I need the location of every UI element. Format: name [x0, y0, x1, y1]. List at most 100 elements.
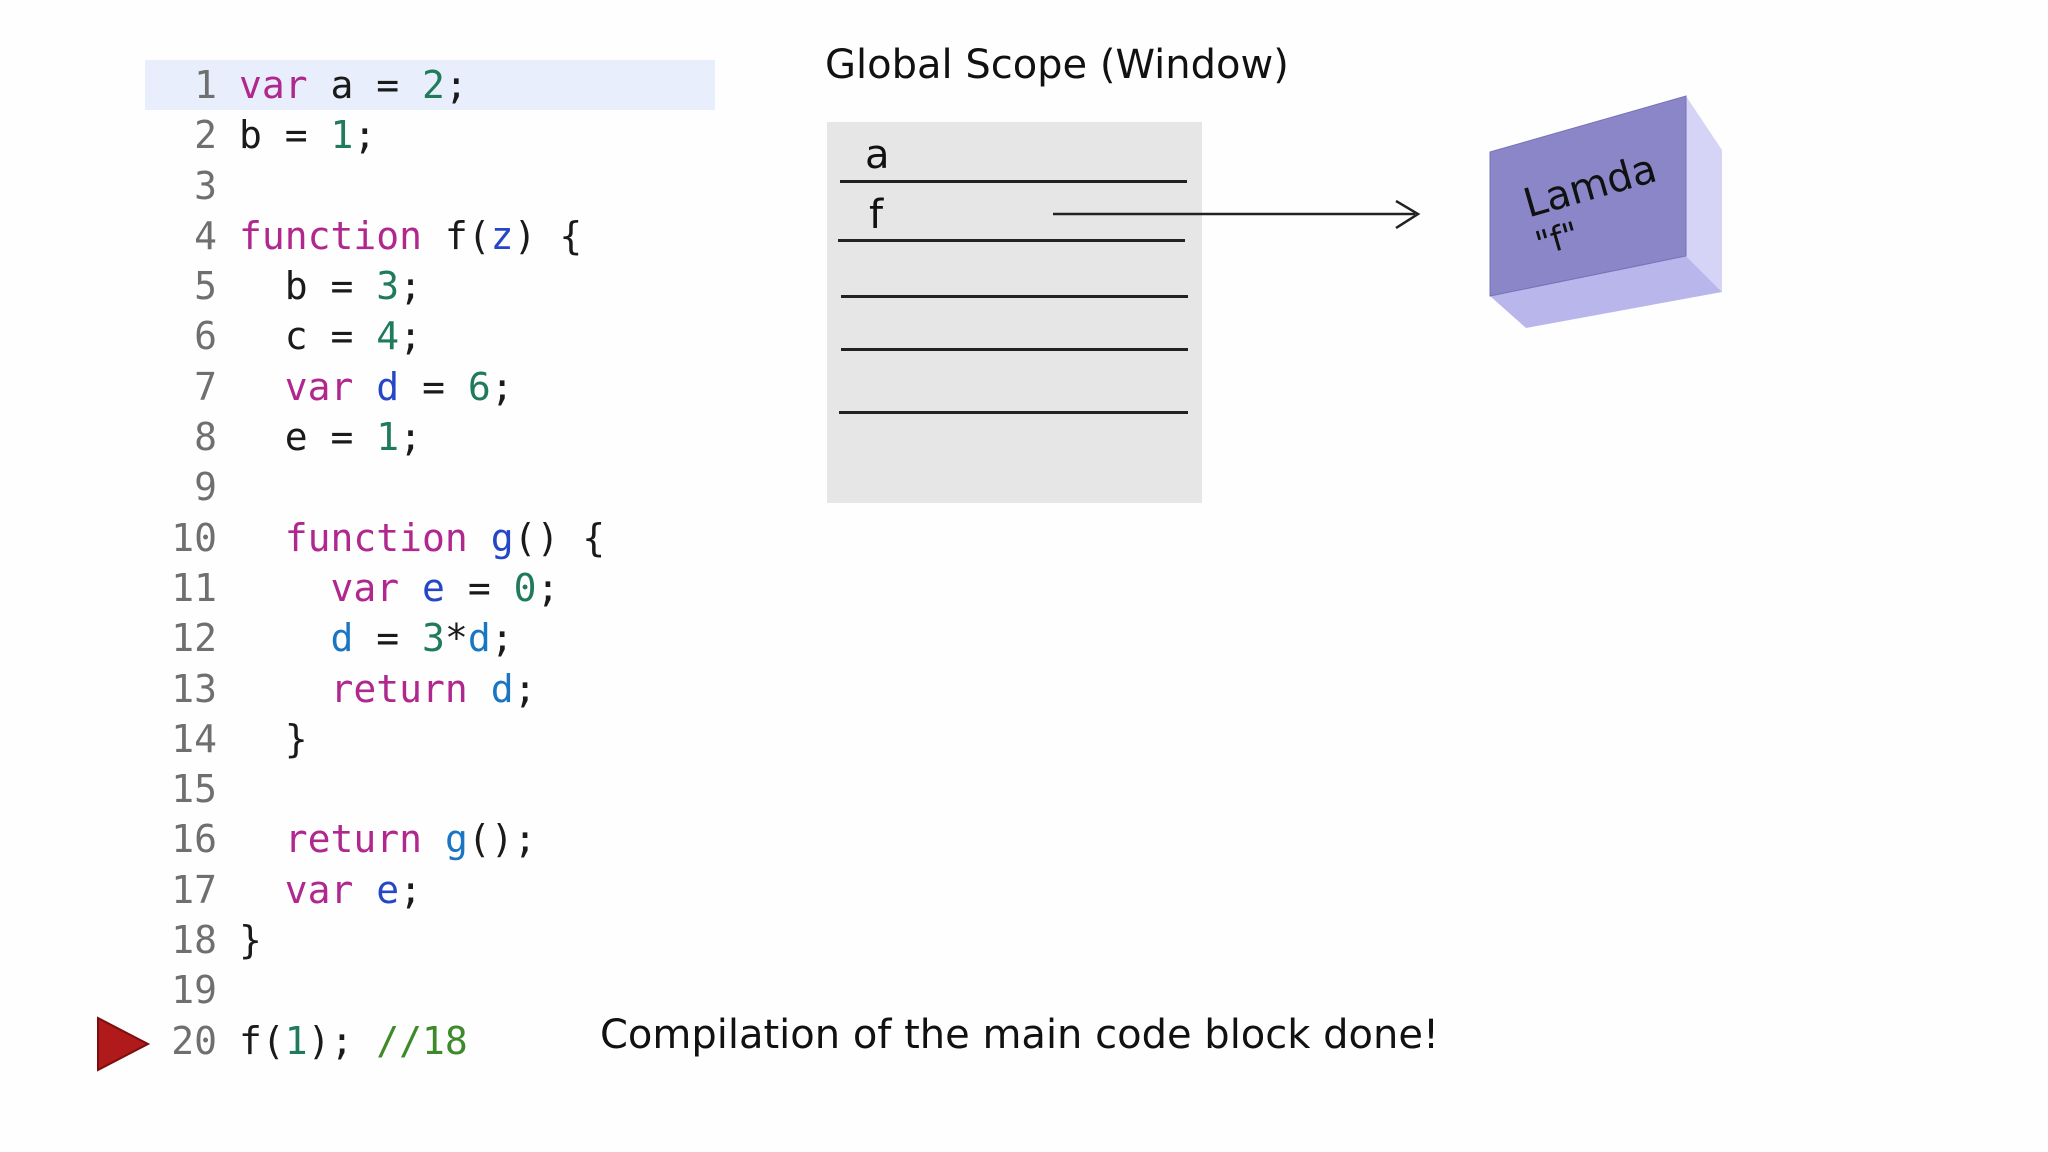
code-token: c =: [239, 314, 376, 358]
code-token: d: [491, 667, 514, 711]
code-line: 19: [145, 965, 715, 1015]
line-number: 12: [145, 613, 217, 663]
code-line: 17 var e;: [145, 865, 715, 915]
line-number: 5: [145, 261, 217, 311]
line-number: 16: [145, 814, 217, 864]
scope-slot-divider: [839, 411, 1188, 414]
code-line: 4 function f(z) {: [145, 211, 715, 261]
line-number: 19: [145, 965, 217, 1015]
code-token: d: [376, 365, 399, 409]
code-line: 6 c = 4;: [145, 311, 715, 361]
code-token: [468, 516, 491, 560]
code-token: 1: [376, 415, 399, 459]
code-line: 12 d = 3*d;: [145, 613, 715, 663]
play-triangle-icon: [96, 1016, 152, 1072]
code-token: 3: [376, 264, 399, 308]
line-number: 20: [145, 1016, 217, 1066]
line-number: 18: [145, 915, 217, 965]
code-token: ();: [468, 817, 537, 861]
code-token: () {: [514, 516, 606, 560]
code-token: [353, 365, 376, 409]
code-token: z: [491, 214, 514, 258]
line-number: 8: [145, 412, 217, 462]
code-token: 2: [422, 63, 445, 107]
code-token: g: [445, 817, 468, 861]
code-line: 13 return d;: [145, 664, 715, 714]
code-token: ;: [399, 264, 422, 308]
code-token: [239, 868, 285, 912]
code-line: 7 var d = 6;: [145, 362, 715, 412]
code-token: e =: [239, 415, 376, 459]
code-line: 9: [145, 462, 715, 512]
code-token: 4: [376, 314, 399, 358]
code-token: [239, 817, 285, 861]
code-token: b =: [239, 264, 376, 308]
code-token: a =: [308, 63, 422, 107]
code-line: 14 }: [145, 714, 715, 764]
code-token: f(: [239, 1019, 285, 1063]
code-token: }: [239, 918, 262, 962]
code-token: [422, 817, 445, 861]
line-number: 14: [145, 714, 217, 764]
line-number: 9: [145, 462, 217, 512]
code-token: ) {: [514, 214, 583, 258]
code-token: return: [331, 667, 468, 711]
global-scope-table: a f: [827, 122, 1202, 503]
code-token: [239, 365, 285, 409]
code-token: g: [491, 516, 514, 560]
scope-slot-a: a: [865, 132, 890, 178]
code-token: ;: [353, 113, 376, 157]
code-token: 0: [514, 566, 537, 610]
code-token: =: [353, 616, 422, 660]
code-token: [239, 667, 331, 711]
scope-slot-divider: [840, 180, 1187, 183]
code-token: d: [468, 616, 491, 660]
code-token: function: [285, 516, 468, 560]
code-token: 6: [468, 365, 491, 409]
code-token: );: [308, 1019, 377, 1063]
code-token: ;: [536, 566, 559, 610]
code-token: }: [239, 717, 308, 761]
code-token: [239, 516, 285, 560]
code-token: f(: [422, 214, 491, 258]
code-token: [399, 566, 422, 610]
scope-slot-divider: [841, 348, 1188, 351]
code-token: [239, 616, 331, 660]
code-line: 5 b = 3;: [145, 261, 715, 311]
code-token: var: [331, 566, 400, 610]
scope-title: Global Scope (Window): [825, 42, 1289, 88]
scope-slot-f: f: [869, 192, 883, 238]
code-token: var: [285, 365, 354, 409]
code-token: var: [239, 63, 308, 107]
line-number: 2: [145, 110, 217, 160]
line-number: 11: [145, 563, 217, 613]
code-token: ;: [514, 667, 537, 711]
code-line: 15: [145, 764, 715, 814]
code-line: 8 e = 1;: [145, 412, 715, 462]
code-token: return: [285, 817, 422, 861]
lambda-function-object: Lamda "f": [1480, 90, 1730, 340]
line-number: 4: [145, 211, 217, 261]
line-number: 7: [145, 362, 217, 412]
code-line: 11 var e = 0;: [145, 563, 715, 613]
code-line: 16 return g();: [145, 814, 715, 864]
code-line: 3: [145, 161, 715, 211]
scope-slot-divider: [838, 239, 1185, 242]
code-token: =: [445, 566, 514, 610]
code-token: var: [285, 868, 354, 912]
status-message: Compilation of the main code block done!: [600, 1012, 1439, 1058]
code-token: ;: [399, 868, 422, 912]
code-token: [239, 566, 331, 610]
code-token: =: [399, 365, 468, 409]
line-number: 13: [145, 664, 217, 714]
code-token: *: [445, 616, 468, 660]
code-token: e: [376, 868, 399, 912]
code-token: 1: [331, 113, 354, 157]
code-token: e: [422, 566, 445, 610]
scope-slot-divider: [841, 295, 1188, 298]
code-token: function: [239, 214, 422, 258]
code-token: 3: [422, 616, 445, 660]
